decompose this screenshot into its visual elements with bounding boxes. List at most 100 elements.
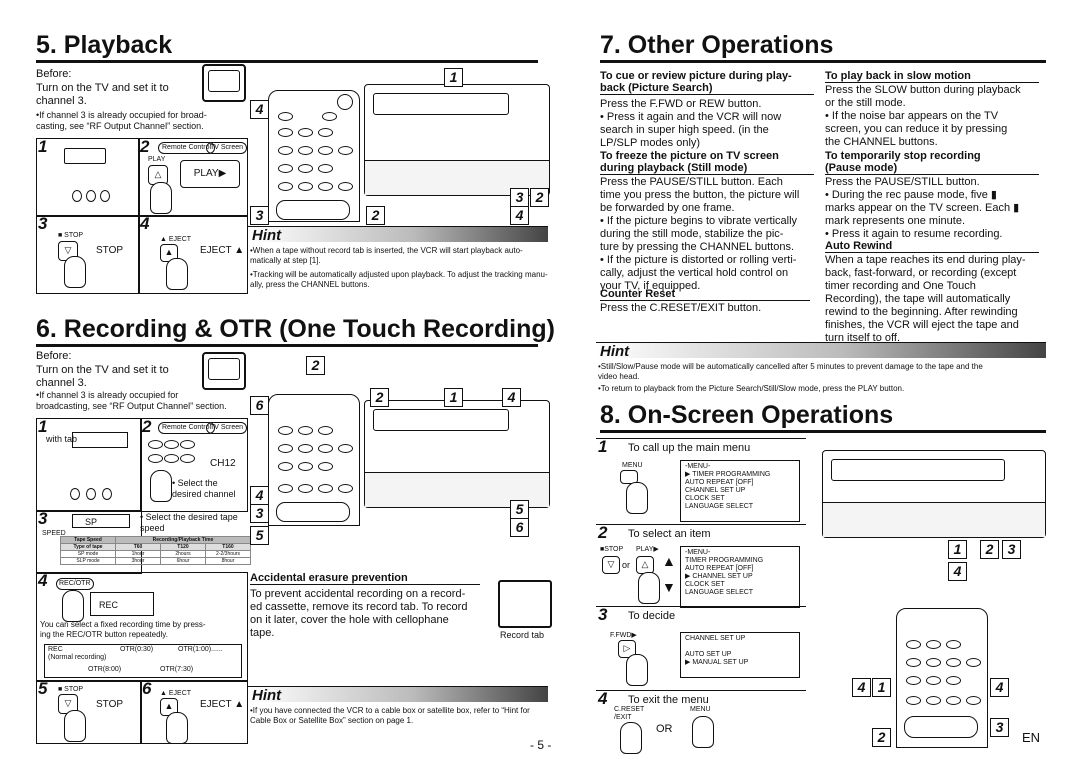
stop-small-label: ■ STOP (58, 232, 84, 239)
tv-screen-label: TV Screen (206, 142, 248, 154)
table-cell: T60 (115, 543, 161, 551)
callout-number: 3 (250, 504, 269, 523)
hand-icon (626, 482, 648, 514)
table-cell: 2hours (160, 550, 206, 558)
recording-step-2-box (140, 418, 248, 512)
otr-seq-0730: OTR(7:30) (160, 666, 194, 673)
cassette-icon (72, 432, 128, 448)
power-icon (337, 94, 353, 110)
cue-title: To cue or review picture during play- ba… (600, 70, 814, 95)
playback-hint-2: •Tracking will be automatically adjusted… (250, 270, 548, 289)
recording-step-1: 1 (38, 417, 48, 436)
stop-button[interactable]: ▽ (602, 556, 620, 574)
cue-text: Press the F.FWD or REW button. • Press i… (600, 98, 782, 149)
remote-key (278, 146, 293, 155)
otr-sequence-box (44, 644, 242, 678)
arrow-up-icon: ▲ (662, 553, 676, 569)
other-hint-1: •Still/Slow/Pause mode will be automatic… (598, 362, 983, 381)
playback-intro: Turn on the TV and set it to channel 3. (36, 82, 169, 107)
onscreen-step-2: 2 (598, 523, 608, 542)
recording-intro: Turn on the TV and set it to channel 3. (36, 364, 169, 389)
ffwd-button-label: F.FWD▶ (610, 632, 637, 639)
other-hint-bar: Hint (596, 342, 1046, 359)
table-header: Tape Speed (60, 536, 116, 544)
callout-number: 5 (510, 500, 529, 519)
recording-hint-bar: Hint (248, 686, 548, 703)
playback-step-2-box (138, 138, 248, 217)
remote-key (298, 444, 313, 453)
playback-step-1: 1 (38, 137, 48, 156)
stop-button-label: ■STOP (600, 546, 624, 553)
callout-number: 4 (250, 100, 269, 119)
remote-key (318, 462, 333, 471)
remote-key (298, 128, 313, 137)
freeze-text: Press the PAUSE/STILL button. Each time … (600, 176, 800, 292)
remote-key (278, 484, 293, 493)
with-tab-label: with tab (46, 434, 78, 444)
stop-label: STOP (96, 699, 124, 710)
transport-keys-icon (276, 200, 350, 220)
rewind-title: Auto Rewind (825, 240, 1039, 253)
channel-knob-icon (102, 488, 112, 500)
otr-seq-0030: OTR(0:30) (120, 646, 154, 653)
hand-icon (64, 256, 86, 288)
recording-step-6: 6 (142, 679, 152, 698)
transport-keys-icon (276, 502, 350, 522)
callout-number: 2 (306, 356, 325, 375)
remote-key (180, 454, 195, 463)
callout-number: 2 (366, 206, 385, 225)
main-menu-screen: -MENU- ▶ TIMER PROGRAMMING AUTO REPEAT [… (680, 460, 800, 522)
remote-key (926, 658, 941, 667)
remote-key (298, 182, 313, 191)
remote-key (318, 146, 333, 155)
rec-otr-label: REC/OTR (56, 578, 94, 590)
hand-icon (166, 712, 188, 744)
playback-step-2: 2 (140, 137, 150, 156)
callout-number: 1 (444, 388, 463, 407)
vcr-illustration (364, 84, 550, 196)
onscreen-step-3: 3 (598, 605, 608, 624)
playback-step-1-box (36, 138, 140, 217)
fixed-time-text: You can select a fixed recording time by… (40, 620, 206, 639)
playback-step-4-box (138, 215, 248, 294)
hand-icon (692, 716, 714, 748)
recording-note: •If channel 3 is already occupied for br… (36, 390, 227, 411)
remote-key (946, 696, 961, 705)
rewind-text: When a tape reaches its end during play-… (825, 254, 1026, 344)
reset-exit-label: C.RESET /EXIT (614, 706, 645, 721)
remote-key (318, 484, 333, 493)
tv-screen-label: TV Screen (206, 422, 248, 434)
remote-key (278, 182, 293, 191)
onscreen-step-2-box (596, 524, 806, 607)
or-label: or (622, 560, 631, 570)
ch12-label: CH12 (210, 458, 236, 469)
channel-setup-screen: CHANNEL SET UP AUTO SET UP ▶ MANUAL SET … (680, 632, 800, 678)
table-cell: Type of tape (60, 543, 116, 551)
otr-seq-normal: (Normal recording) (48, 654, 107, 661)
recording-step-1-box (36, 418, 142, 512)
onscreen-step-1-label: To call up the main menu (628, 442, 751, 454)
remote-key (338, 146, 353, 155)
callout-number: 4 (990, 678, 1009, 697)
table-cell: T120 (160, 543, 206, 551)
onscreen-step-3-box (596, 606, 806, 691)
play-button-label: PLAY▶ (636, 546, 659, 553)
callout-number: 3 (250, 206, 269, 225)
remote-control-label: Remote Control (158, 142, 216, 154)
table-cell: 8hour (205, 557, 251, 565)
callout-number: 4 (510, 206, 529, 225)
recording-hint-1: •If you have connected the VCR to a cabl… (250, 706, 530, 725)
table-cell: T160 (205, 543, 251, 551)
hand-icon (150, 182, 172, 214)
slow-title: To play back in slow motion (825, 70, 1039, 83)
playback-title: 5. Playback (36, 31, 173, 59)
play-small-label: PLAY (148, 156, 166, 163)
recording-step-5: 5 (38, 679, 48, 698)
onscreen-step-1-box (596, 438, 806, 525)
remote-key (278, 128, 293, 137)
eject-label: EJECT ▲ (200, 245, 245, 256)
eject-small-label: ▲ EJECT (160, 690, 192, 697)
accidental-text: To prevent accidental recording on a rec… (250, 588, 468, 639)
remote-key (318, 128, 333, 137)
recording-step-3: 3 (38, 509, 48, 528)
